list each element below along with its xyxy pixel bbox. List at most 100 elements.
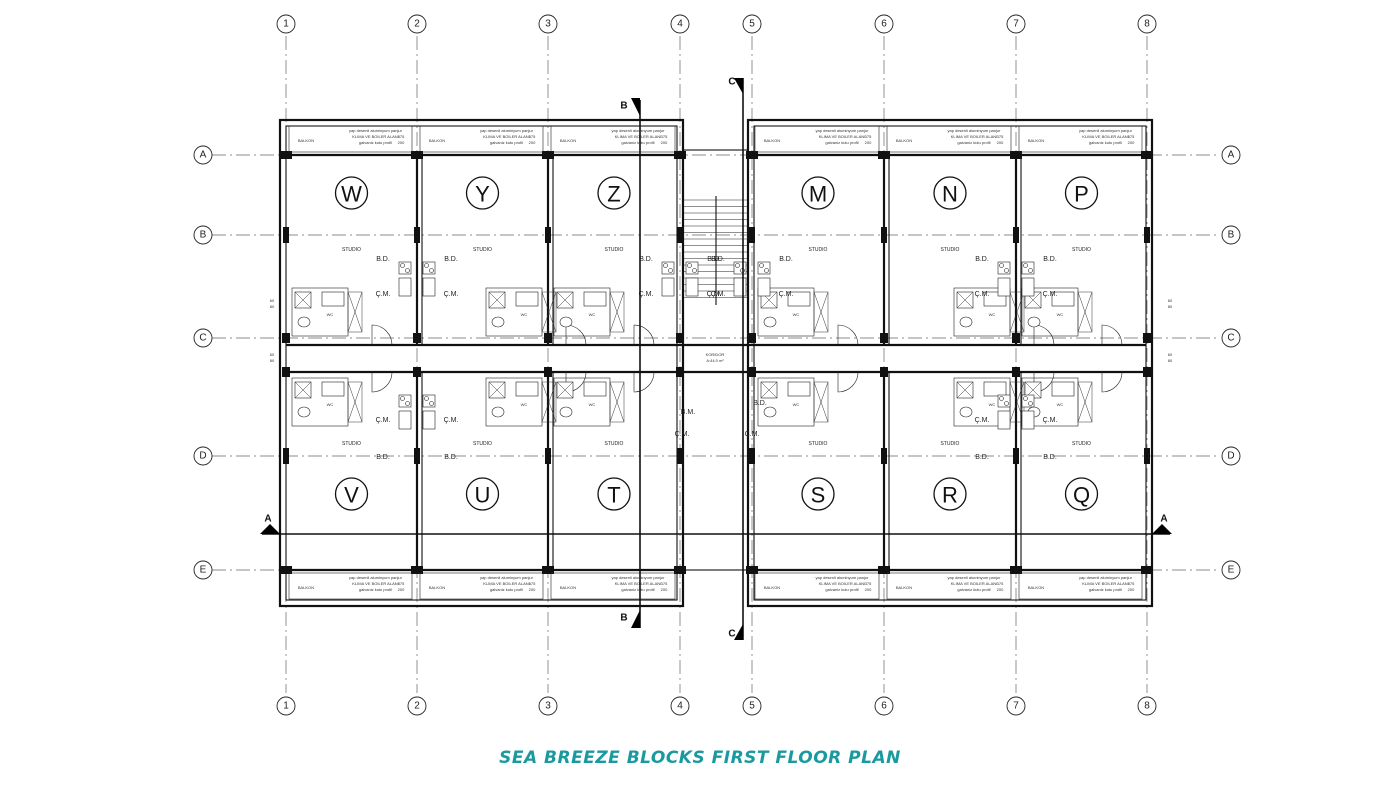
section-arrow-C [734,624,743,640]
balcony-note: yap desenli aluminyum panjur [816,575,870,580]
unit-label-N: N [933,176,967,210]
cm-label: Ç.M. [444,291,459,298]
unit-letter: Z [607,182,620,207]
closet [541,291,557,333]
corridor-area: A:44.0 m² [706,358,724,363]
bd-label: B.D. [639,256,653,263]
column [880,333,888,343]
column [1144,448,1150,464]
grid-bubble-col-6: 6 [874,14,894,34]
dimension-label: 200 [997,587,1004,592]
balcony-note: KLIMA VE BOILER ALANI [819,581,865,586]
balcony-note: yap desenli aluminyum panjur [816,128,870,133]
balcony-note: yap desenli aluminyum panjur [480,128,534,133]
column [676,333,684,343]
balcony [886,572,1012,600]
grid-bubble-label: 8 [1144,701,1150,712]
column [674,566,686,574]
balcony-note: KLIMA VE BOILER ALANI [951,581,997,586]
balcony [1018,572,1143,600]
wc-label: WC [521,402,528,407]
kitchen-sink [997,410,1011,430]
dimension-label: 375 [398,581,405,586]
balcony-note: KLIMA VE BOILER ALANI [352,581,398,586]
structural-columns [280,151,1153,574]
column [748,333,756,343]
door-swing [837,371,859,393]
balcony-note: galvaniz kutu profil [359,140,392,145]
column [881,448,887,464]
grid-bubble-row-B: B [193,225,213,245]
dimension-label: 60 [270,352,275,357]
grid-bubble-label: B [200,230,207,241]
dimension-label: 60 [1168,352,1173,357]
wc-label: WC [327,402,334,407]
grid-bubble-col-3: 3 [538,696,558,716]
sink [583,291,607,307]
dimension-label: 200 [529,587,536,592]
grid-bubble-col-7: 7 [1006,14,1026,34]
grid-bubble-col-8: 8 [1137,14,1157,34]
grid-bubble-col-6: 6 [874,696,894,716]
toilet [559,316,573,328]
unit-label-S: S [801,477,835,511]
cm-label: Ç.M. [745,431,760,438]
studio-label: STUDIO [473,441,492,447]
dimension-label: 60 [1168,298,1173,303]
studio-label: STUDIO [342,247,361,253]
balcony-label: BALKON [764,585,780,590]
balcony [288,572,413,600]
dimension-label: 375 [529,134,536,139]
wc-label: WC [1057,402,1064,407]
dimension-label: 80 [1168,304,1173,309]
grid-bubble-label: E [200,565,207,576]
column [411,566,423,574]
door-swing [633,371,655,393]
sink [321,291,345,307]
balcony-note: galvaniz kutu profil [825,140,858,145]
column [283,227,289,243]
walls [278,118,1154,608]
column [280,151,292,159]
closet [609,381,625,423]
bd-label: B.D. [975,256,989,263]
balcony-note: galvaniz kutu profil [825,587,858,592]
studio-label: STUDIO [809,441,828,447]
wc-label: WC [989,312,996,317]
grid-bubble-label: C [199,333,206,344]
balcony-label: BALKON [560,138,576,143]
balcony-note: KLIMA VE BOILER ALANI [615,134,661,139]
toilet [959,316,973,328]
door-swing [1101,324,1123,346]
cm-label: Ç.M. [975,417,990,424]
column [545,448,551,464]
door-swing [633,324,655,346]
closet [347,381,363,423]
balcony-label: BALKON [298,585,314,590]
closet [1077,291,1093,333]
unit-label-Y: Y [465,176,500,210]
cm-label: Ç.M. [707,291,722,298]
bd-label: B.D. [376,256,390,263]
unit-letter: R [942,483,958,508]
grid-bubble-col-5: 5 [742,14,762,34]
balcony-note: galvaniz kutu profil [621,140,654,145]
grid-bubble-col-1: 1 [276,14,296,34]
cm-label: Ç.M. [639,291,654,298]
cm-label: Ç.M. [376,417,391,424]
balcony-note: yap desenli aluminyum panjur [1079,128,1133,133]
bd-label: B.D. [975,454,989,461]
grid-bubble-label: 3 [545,701,551,712]
column [676,367,684,377]
grid-bubble-col-4: 4 [670,696,690,716]
unit-letter: M [809,182,827,207]
balcony-note: KLIMA VE BOILER ALANI [819,134,865,139]
